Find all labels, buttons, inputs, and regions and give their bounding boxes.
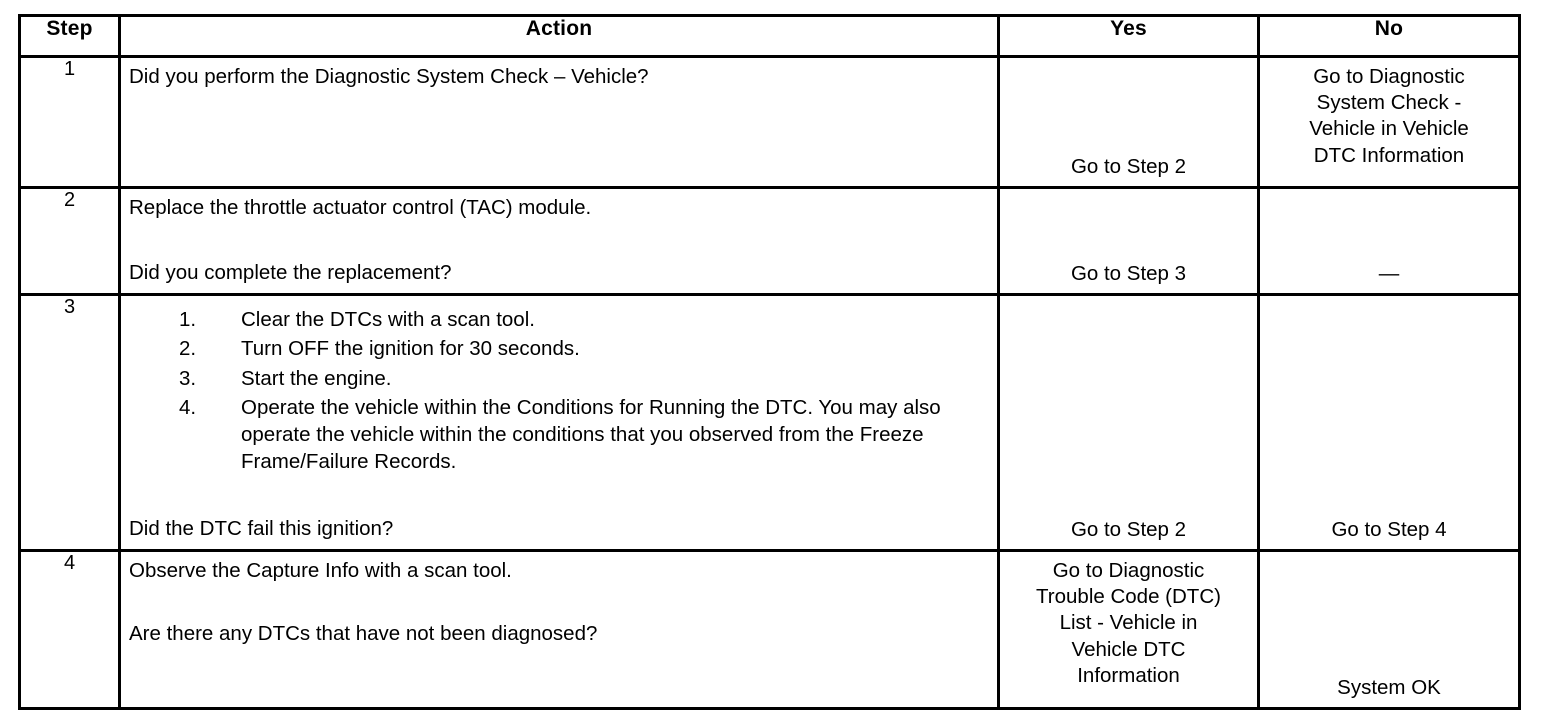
action-text: Observe the Capture Info with a scan too… [129,559,512,582]
step-number-cell: 2 [18,186,121,296]
list-item: 2. Turn OFF the ignition for 30 seconds. [129,335,987,362]
no-answer-line: Vehicle in Vehicle [1309,117,1469,141]
column-header-yes: Yes [997,14,1260,58]
diagnostic-procedure-table: Step Action Yes No 1 Did you perform the… [18,14,1521,710]
yes-answer-cell: Go to Step 2 [997,293,1260,552]
list-item-text: Operate the vehicle within the Condition… [241,395,941,474]
table-row: 4 Observe the Capture Info with a scan t… [18,549,1521,710]
yes-answer-line: List - Vehicle in [1059,611,1198,635]
action-text: Replace the throttle actuator control (T… [129,196,592,219]
list-item-number: 1. [179,308,197,331]
list-item-text: Clear the DTCs with a scan tool. [241,308,535,331]
list-item: 1. Clear the DTCs with a scan tool. [129,306,987,333]
action-question: Did the DTC fail this ignition? [129,517,394,541]
yes-answer-line: Vehicle DTC [1071,637,1186,661]
action-cell: Replace the throttle actuator control (T… [118,186,1000,296]
no-answer-text: Go to Step 4 [1331,517,1447,541]
no-answer-text: — [1378,261,1400,285]
no-answer-cell: System OK [1257,549,1521,710]
yes-answer-line: Trouble Code (DTC) [1036,585,1221,609]
table-row: 3 1. Clear the DTCs with a scan tool. 2.… [18,293,1521,552]
list-item-number: 3. [179,366,197,390]
yes-answer-line: Go to Diagnostic [1052,559,1205,582]
step-number-cell: 1 [18,55,121,189]
step-number-cell: 3 [18,293,121,552]
action-cell: 1. Clear the DTCs with a scan tool. 2. T… [118,293,1000,552]
table-header: Step Action Yes No [18,14,1521,58]
no-answer-text: System OK [1337,675,1441,699]
no-answer-line: DTC Information [1313,143,1465,167]
yes-answer-text: Go to Step 3 [1070,261,1187,285]
list-item-number: 4. [179,395,197,419]
action-step-list: 1. Clear the DTCs with a scan tool. 2. T… [129,306,987,478]
no-answer-cell: Go to Step 4 [1257,293,1521,552]
action-cell: Did you perform the Diagnostic System Ch… [118,55,1000,189]
header-row: Step Action Yes No [18,14,1521,58]
no-answer-cell: — [1257,186,1521,296]
yes-answer-text: Go to Step 2 [1070,154,1187,178]
action-question: Did you complete the replacement? [129,261,452,285]
list-item: 4. Operate the vehicle within the Condit… [129,394,987,476]
list-item-text: Start the engine. [241,366,392,390]
table-row: 1 Did you perform the Diagnostic System … [18,55,1521,189]
no-answer-cell: Go to Diagnostic System Check - Vehicle … [1257,55,1521,189]
column-header-action: Action [118,14,1000,58]
column-header-step: Step [18,14,121,58]
step-number-cell: 4 [18,549,121,710]
yes-answer-text: Go to Step 2 [1070,517,1187,541]
no-answer-line: System Check - [1316,91,1462,115]
table-row: 2 Replace the throttle actuator control … [18,186,1521,296]
no-answer-line: Go to Diagnostic [1313,65,1465,88]
list-item-text: Turn OFF the ignition for 30 seconds. [241,337,580,361]
column-header-no: No [1257,14,1521,58]
yes-answer-cell: Go to Diagnostic Trouble Code (DTC) List… [997,549,1260,710]
list-item: 3. Start the engine. [129,365,987,392]
yes-answer-cell: Go to Step 3 [997,186,1260,296]
action-question: Are there any DTCs that have not been di… [129,621,598,645]
yes-answer-cell: Go to Step 2 [997,55,1260,189]
action-text: Did you perform the Diagnostic System Ch… [129,65,649,88]
yes-answer-line: Information [1077,663,1180,687]
table-body: 1 Did you perform the Diagnostic System … [18,55,1521,710]
action-cell: Observe the Capture Info with a scan too… [118,549,1000,710]
list-item-number: 2. [179,337,197,361]
